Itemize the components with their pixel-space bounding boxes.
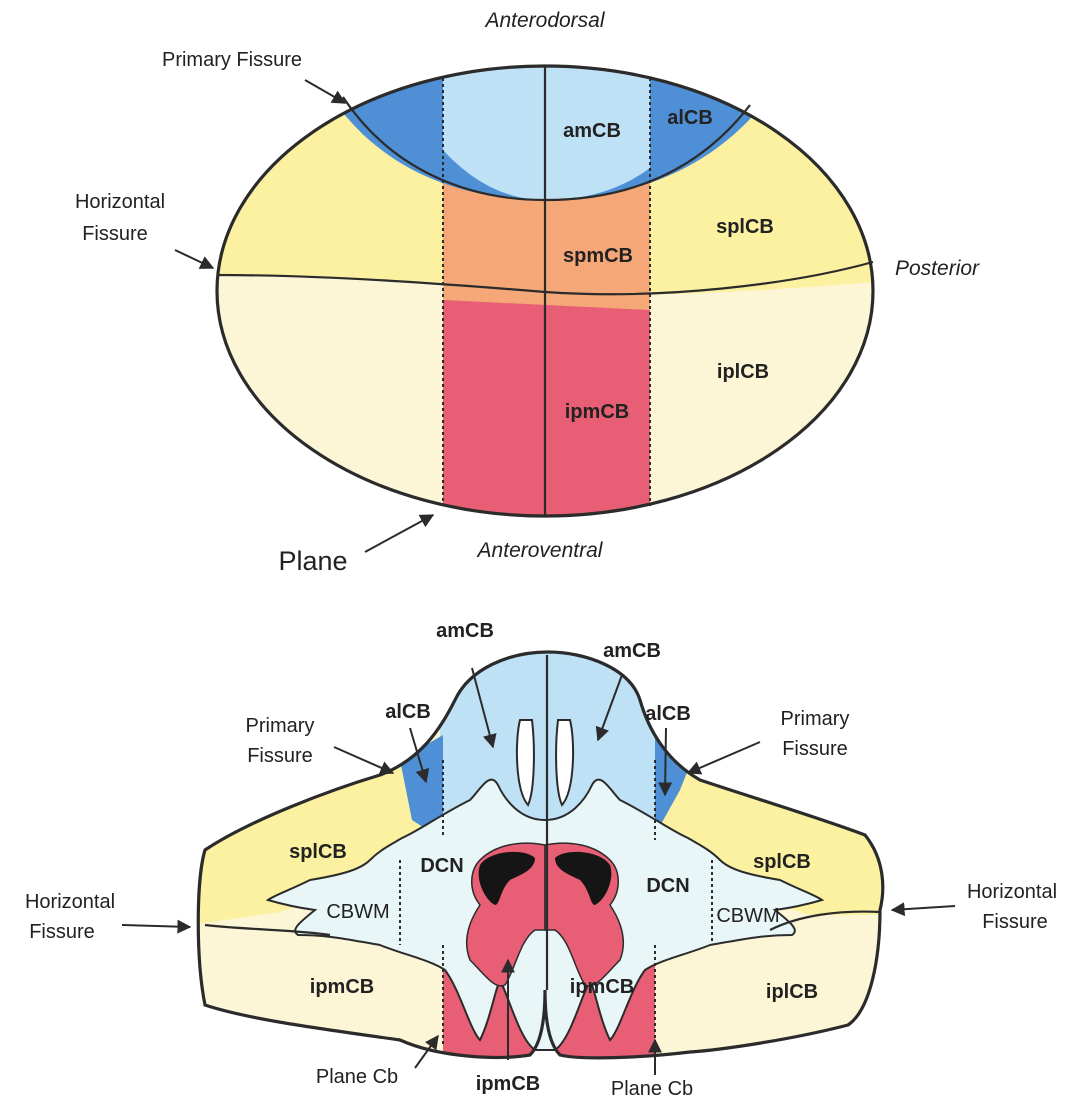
ipmcb-mid-label: ipmCB — [476, 1073, 540, 1095]
anterodorsal-label: Anterodorsal — [483, 9, 605, 32]
splcb-right-label: splCB — [753, 851, 811, 873]
horizontal-label-line1: Horizontal — [75, 191, 165, 213]
amcb-label: amCB — [563, 120, 621, 142]
alcb-right-label: alCB — [645, 703, 691, 725]
amcb-right-label: amCB — [603, 640, 661, 662]
iplcb-label: iplCB — [717, 361, 769, 383]
amcb-left-label: amCB — [436, 620, 494, 642]
splcb-left-label: splCB — [289, 841, 347, 863]
ipmcb-left-label: ipmCB — [310, 976, 374, 998]
horizontal-right-arrow — [892, 906, 955, 910]
horizontal-left-label-1: Horizontal — [25, 891, 115, 913]
primary-left-label-2: Fissure — [247, 745, 313, 767]
plane-label: Plane — [278, 546, 347, 576]
oval-map — [200, 40, 900, 530]
alcb-left-label: alCB — [385, 701, 431, 723]
ipmcb-label: ipmCB — [565, 401, 629, 423]
cbwm-right-label: CBWM — [716, 905, 779, 927]
plane-arrow — [365, 515, 433, 552]
ipmcb-right-label: ipmCB — [570, 976, 634, 998]
spmcb-label: spmCB — [563, 245, 633, 267]
dcn-right-label: DCN — [646, 875, 689, 897]
horizontal-left-label-2: Fissure — [29, 921, 95, 943]
splcb-label: splCB — [716, 216, 774, 238]
horizontal-left-arrow — [122, 925, 190, 927]
posterior-label: Posterior — [895, 257, 980, 280]
plane-cb-left-label: Plane Cb — [316, 1066, 398, 1088]
dcn-left-label: DCN — [420, 855, 463, 877]
horizontal-right-label-1: Horizontal — [967, 881, 1057, 903]
primary-fissure-label: Primary Fissure — [162, 49, 302, 71]
plane-cb-right-label: Plane Cb — [611, 1078, 693, 1100]
primary-right-label-2: Fissure — [782, 738, 848, 760]
primary-right-arrow — [688, 742, 760, 773]
alcb-right-arrow — [665, 728, 666, 795]
cbwm-left-label: CBWM — [326, 901, 389, 923]
anteroventral-label: Anteroventral — [476, 539, 604, 562]
primary-right-label-1: Primary — [781, 708, 850, 730]
primary-left-label-1: Primary — [246, 715, 315, 737]
horizontal-fissure-arrow — [175, 250, 213, 268]
iplcb-right-label: iplCB — [766, 981, 818, 1003]
horizontal-label-line2: Fissure — [82, 223, 148, 245]
horizontal-right-label-2: Fissure — [982, 911, 1048, 933]
alcb-label: alCB — [667, 107, 713, 129]
primary-left-arrow — [334, 747, 393, 773]
primary-fissure-arrow — [305, 80, 345, 103]
